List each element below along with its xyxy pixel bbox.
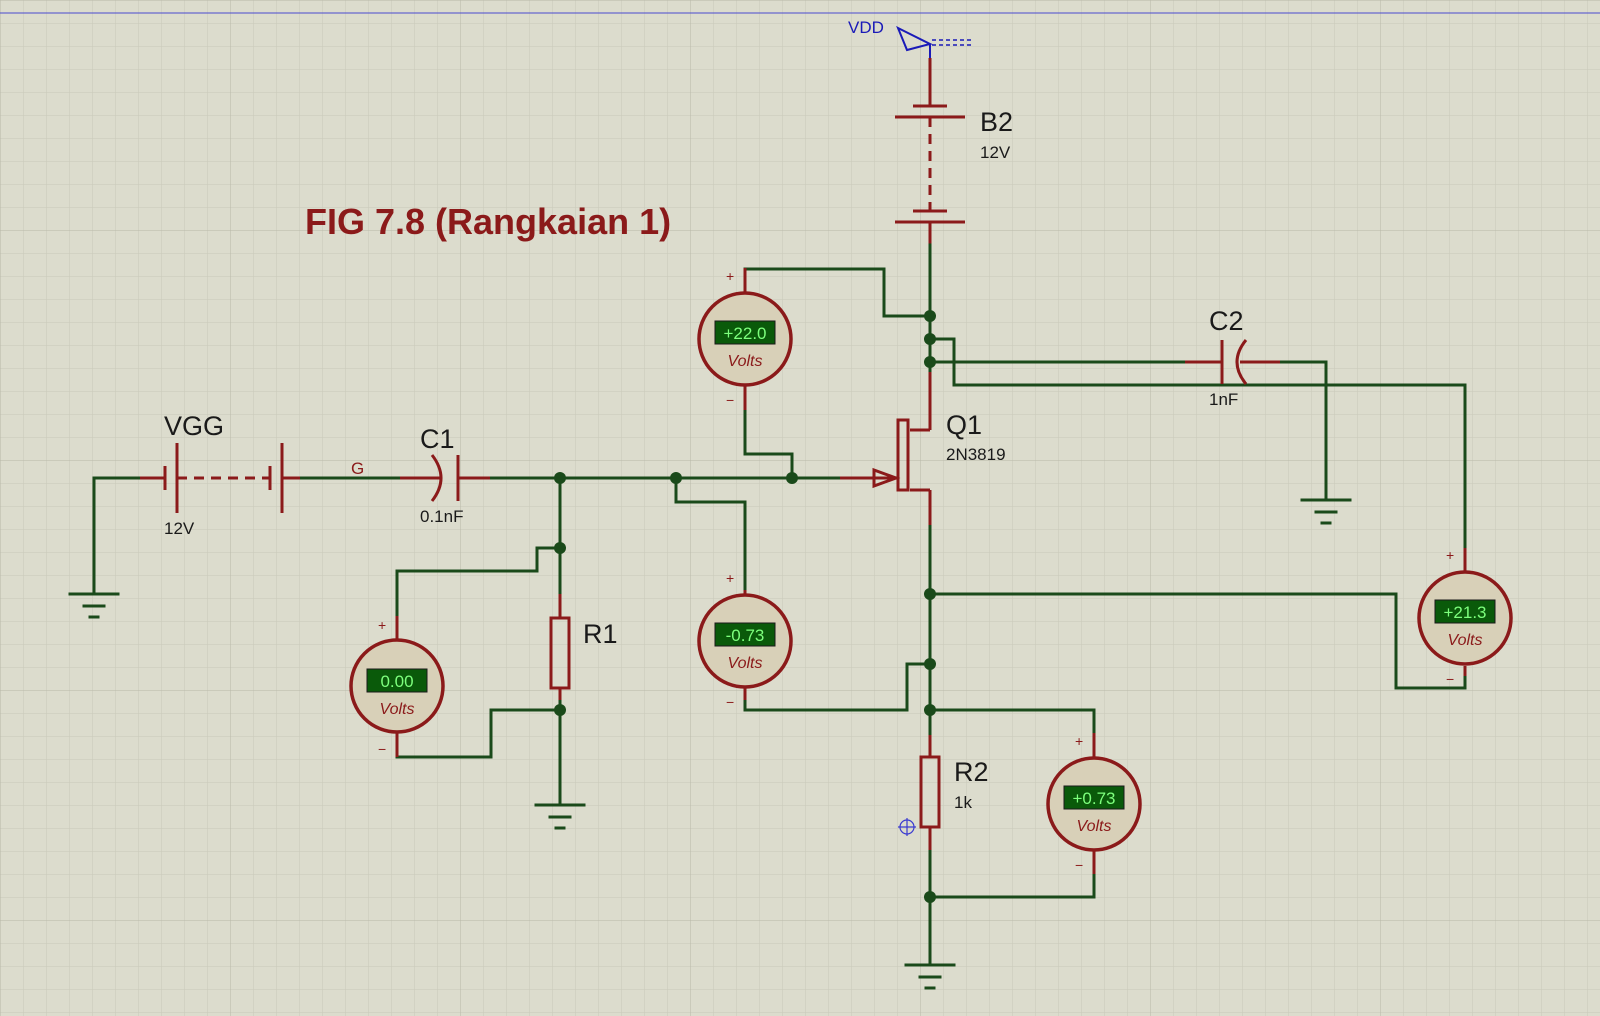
- voltmeter-dg-minus: −: [726, 392, 734, 408]
- b2-name: B2: [980, 107, 1013, 137]
- voltmeter-r2-minus: −: [1075, 857, 1083, 873]
- vgg-value: 12V: [164, 519, 195, 538]
- net-label-gate: G: [351, 459, 364, 478]
- voltmeter-r1-unit: Volts: [380, 701, 415, 718]
- voltmeter-ds-reading: +21.3: [1443, 603, 1486, 622]
- voltmeter-ds-unit: Volts: [1448, 632, 1483, 649]
- voltmeter-dg-reading: +22.0: [723, 324, 766, 343]
- vdd-terminal-icon: [896, 25, 933, 58]
- c1-value: 0.1nF: [420, 507, 463, 526]
- q1-name: Q1: [946, 410, 982, 440]
- vgg-name: VGG: [164, 411, 224, 441]
- resistor-r2[interactable]: R2 1k: [898, 735, 989, 850]
- voltmeter-r2[interactable]: +0.73 Volts + −: [1046, 733, 1142, 874]
- q1-value: 2N3819: [946, 445, 1006, 464]
- vdd-label: VDD: [848, 18, 884, 37]
- voltmeter-ds[interactable]: +21.3 Volts + −: [1417, 547, 1513, 687]
- r2-name: R2: [954, 757, 989, 787]
- voltmeter-gs[interactable]: -0.73 Volts + −: [697, 570, 793, 710]
- battery-vgg[interactable]: VGG 12V: [140, 411, 300, 538]
- junctions: [554, 310, 936, 903]
- voltmeter-r2-reading: +0.73: [1072, 789, 1115, 808]
- ground-r1[interactable]: [534, 803, 586, 830]
- ground-r2[interactable]: [904, 963, 956, 990]
- vdd-terminal[interactable]: VDD: [848, 18, 972, 106]
- voltmeter-dg-plus: +: [726, 268, 734, 284]
- voltmeter-r1-plus: +: [378, 617, 386, 633]
- voltmeter-r1-reading: 0.00: [380, 672, 413, 691]
- voltmeter-gs-minus: −: [726, 694, 734, 710]
- voltmeter-dg[interactable]: +22.0 Volts + −: [697, 268, 793, 410]
- voltmeter-r1-minus: −: [378, 741, 386, 757]
- crosshair-cursor-icon: [898, 818, 916, 836]
- ground-vgg[interactable]: [68, 592, 120, 619]
- r1-name: R1: [583, 619, 618, 649]
- b2-value: 12V: [980, 143, 1011, 162]
- voltmeter-r2-unit: Volts: [1077, 818, 1112, 835]
- c1-name: C1: [420, 424, 455, 454]
- capacitor-c1[interactable]: C1 0.1nF: [400, 424, 490, 526]
- voltmeter-gs-plus: +: [726, 570, 734, 586]
- voltmeter-ds-plus: +: [1446, 547, 1454, 563]
- c2-value: 1nF: [1209, 390, 1238, 409]
- jfet-q1[interactable]: Q1 2N3819: [840, 372, 1006, 525]
- voltmeter-r2-plus: +: [1075, 733, 1083, 749]
- voltmeter-r1[interactable]: 0.00 Volts + −: [349, 616, 445, 757]
- r2-value: 1k: [954, 793, 972, 812]
- battery-b2[interactable]: B2 12V: [895, 104, 1013, 245]
- c2-name: C2: [1209, 306, 1244, 336]
- voltmeter-gs-unit: Volts: [728, 655, 763, 672]
- voltmeter-ds-minus: −: [1446, 671, 1454, 687]
- schematic-title: FIG 7.8 (Rangkaian 1): [305, 201, 671, 242]
- capacitor-c2[interactable]: C2 1nF: [1185, 306, 1280, 409]
- ground-c2[interactable]: [1300, 498, 1352, 525]
- voltmeter-dg-unit: Volts: [728, 353, 763, 370]
- voltmeter-gs-reading: -0.73: [726, 626, 765, 645]
- resistor-r1[interactable]: R1: [549, 594, 618, 700]
